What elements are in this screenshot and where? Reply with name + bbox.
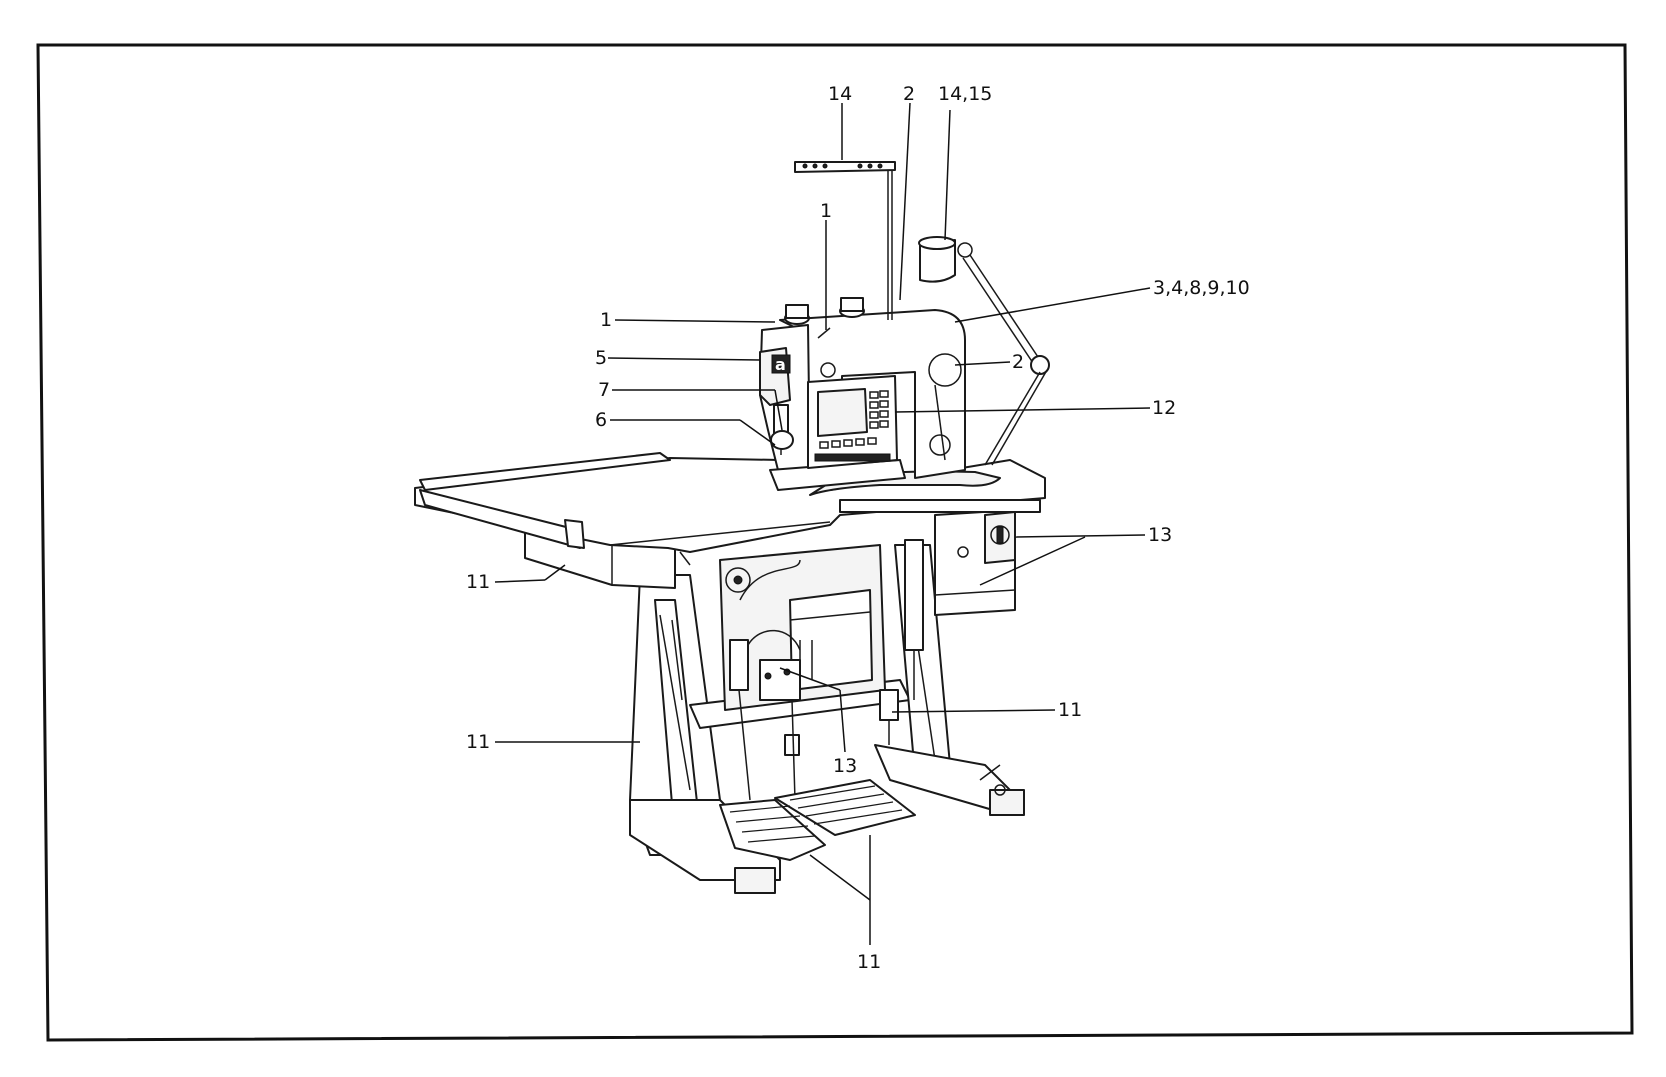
- callout-2-right: 2: [1012, 351, 1024, 373]
- sewing-head: a: [760, 298, 965, 490]
- callout-1-left: 1: [600, 309, 612, 331]
- callout-11-bottom: 11: [857, 951, 881, 973]
- callout-12: 12: [1152, 397, 1176, 419]
- callout-11-left-lower: 11: [466, 731, 490, 753]
- callout-14-15: 14,15: [938, 83, 992, 105]
- thread-stand: [795, 162, 895, 320]
- callout-11-right: 11: [1058, 699, 1082, 721]
- callout-1-upper: 1: [820, 200, 832, 222]
- callout-11-left-upper: 11: [466, 571, 490, 593]
- callout-13-center: 13: [833, 755, 857, 777]
- callout-2-top: 2: [903, 83, 915, 105]
- callout-6: 6: [595, 409, 607, 431]
- callout-13-right: 13: [1148, 524, 1172, 546]
- callout-7: 7: [598, 379, 610, 401]
- callout-14-top: 14: [828, 83, 852, 105]
- brand-logo: a: [775, 355, 786, 374]
- control-box: [935, 510, 1015, 615]
- callout-3-4-8-9-10: 3,4,8,9,10: [1153, 277, 1250, 299]
- callout-5: 5: [595, 347, 607, 369]
- drawing-frame: [38, 45, 1632, 1040]
